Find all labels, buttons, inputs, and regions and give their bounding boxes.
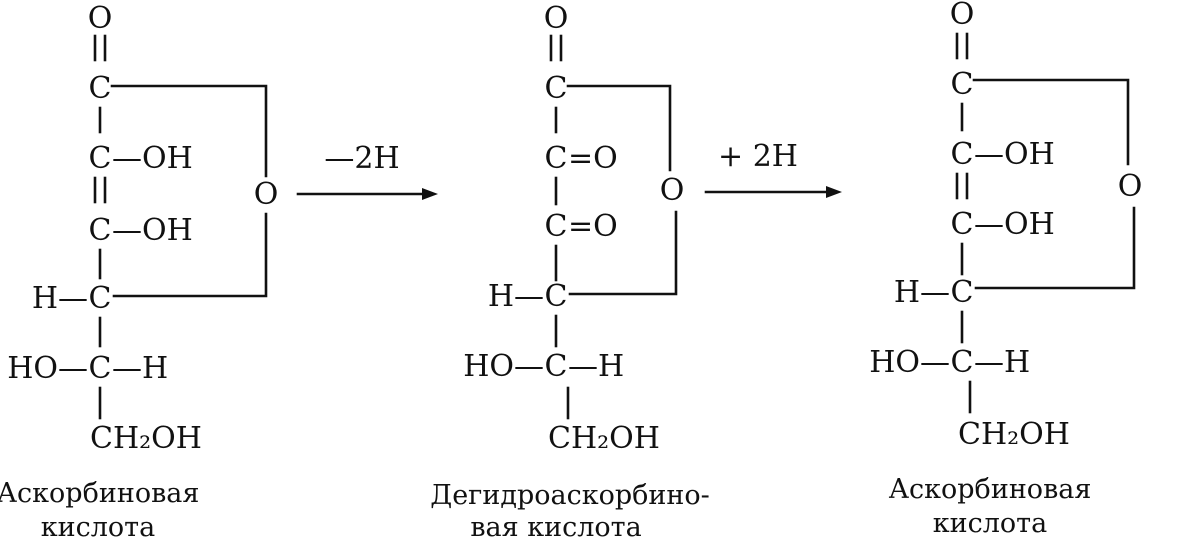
substituent-c4-h: H— xyxy=(488,279,544,314)
atom-c1: C xyxy=(89,71,112,106)
atom-carbonyl-oxygen: O xyxy=(950,0,975,32)
substituent-c2: —OH xyxy=(974,137,1055,172)
substituent-c5-ho: HO— xyxy=(463,349,544,384)
structure-ascorbic-acid-left: O C C —OH C —OH H— C HO— C —H CH₂OH O Ас… xyxy=(0,1,278,543)
substituent-c3: —OH xyxy=(112,213,193,248)
caption-line-2: вая кислота xyxy=(470,512,641,543)
atom-c5: C xyxy=(951,345,974,380)
substituent-c5-ho: HO— xyxy=(7,351,88,386)
arrow-label: —2H xyxy=(324,141,399,176)
substituent-c4-h: H— xyxy=(894,275,950,310)
atom-ring-oxygen: O xyxy=(1118,169,1143,204)
atom-c2: C xyxy=(951,137,974,172)
reaction-arrow-oxidation: —2H xyxy=(296,141,438,200)
reaction-arrow-reduction: + 2H xyxy=(704,139,842,198)
atom-c2: C xyxy=(545,141,568,176)
substituent-c2: —OH xyxy=(112,141,193,176)
atom-c5: C xyxy=(89,351,112,386)
atom-ring-oxygen: O xyxy=(660,173,685,208)
structure-dehydroascorbic-acid: O C C =O C =O H— C HO— C —H CH₂OH O Деги… xyxy=(430,1,710,543)
atom-c4: C xyxy=(545,279,568,314)
structure-ascorbic-acid-right: O C C —OH C —OH H— C HO— C —H CH₂OH O Ас… xyxy=(869,0,1142,539)
ring-bond-top xyxy=(566,84,672,172)
atom-c3: C xyxy=(951,207,974,242)
substituent-c3: =O xyxy=(568,209,618,244)
ring-bond-top xyxy=(972,78,1130,166)
atom-carbonyl-oxygen: O xyxy=(544,1,569,36)
substituent-c5-h: —H xyxy=(568,349,624,384)
caption-line-2: кислота xyxy=(933,508,1047,539)
caption-line-2: кислота xyxy=(41,512,155,543)
ring-bond-top xyxy=(110,84,268,178)
arrow-label: + 2H xyxy=(718,139,798,174)
caption-line-1: Аскорбиновая xyxy=(0,478,199,509)
atom-c4: C xyxy=(89,281,112,316)
atom-c6: CH₂OH xyxy=(958,417,1070,452)
substituent-c3: —OH xyxy=(974,207,1055,242)
caption-line-1: Аскорбиновая xyxy=(889,474,1092,505)
atom-c2: C xyxy=(89,141,112,176)
atom-carbonyl-oxygen: O xyxy=(88,1,113,36)
atom-c4: C xyxy=(951,275,974,310)
ring-bond-bottom xyxy=(568,210,678,296)
atom-c6: CH₂OH xyxy=(548,421,660,456)
atom-c3: C xyxy=(545,209,568,244)
arrow-head xyxy=(422,188,438,200)
atom-ring-oxygen: O xyxy=(254,177,279,212)
substituent-c5-ho: HO— xyxy=(869,345,950,380)
ring-bond-bottom xyxy=(974,206,1136,290)
substituent-c5-h: —H xyxy=(974,345,1030,380)
caption-line-1: Дегидроаскорбино- xyxy=(430,480,710,511)
atom-c6: CH₂OH xyxy=(90,421,202,456)
arrow-head xyxy=(826,186,842,198)
substituent-c2: =O xyxy=(568,141,618,176)
substituent-c4-h: H— xyxy=(32,281,88,316)
ring-bond-bottom xyxy=(112,212,268,298)
atom-c1: C xyxy=(951,67,974,102)
atom-c1: C xyxy=(545,71,568,106)
substituent-c5-h: —H xyxy=(112,351,168,386)
atom-c3: C xyxy=(89,213,112,248)
atom-c5: C xyxy=(545,349,568,384)
